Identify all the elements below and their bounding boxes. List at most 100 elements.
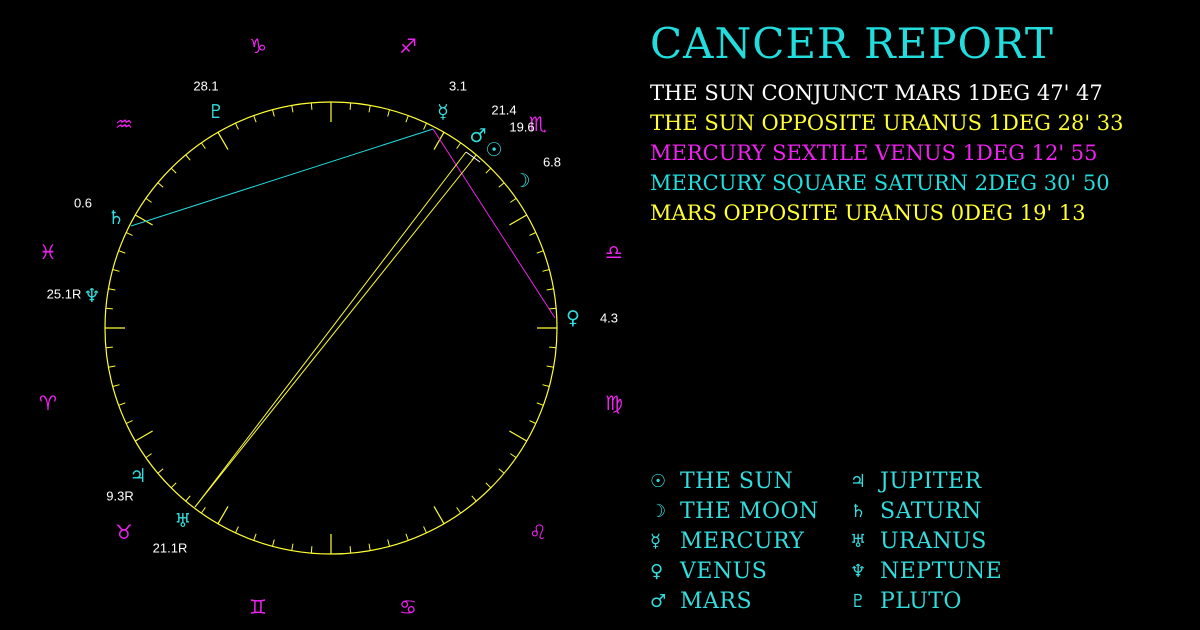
legend-item-mercury: ☿MERCURY bbox=[650, 526, 850, 556]
tick-mark bbox=[291, 543, 294, 551]
aspect-line-mark bbox=[130, 128, 434, 227]
aspect-line-mark bbox=[194, 157, 475, 508]
tick-mark bbox=[349, 546, 352, 554]
legend-label: JUPITER bbox=[880, 468, 982, 494]
pluto-icon: ♇ bbox=[207, 101, 224, 123]
scorpio-sign-icon: ♏ bbox=[529, 112, 547, 136]
tick-mark bbox=[108, 365, 116, 368]
saturn-icon: ♄ bbox=[850, 500, 867, 522]
tick-mark bbox=[170, 167, 177, 174]
moon-degree-label: 6.8 bbox=[543, 155, 561, 170]
libra-sign-icon: ♎ bbox=[605, 240, 623, 264]
tick-mark bbox=[498, 468, 505, 474]
tick-mark bbox=[157, 182, 164, 188]
tick-mark bbox=[125, 420, 133, 424]
mars-degree-label: 21.4 bbox=[491, 103, 516, 118]
tick-mark bbox=[118, 250, 126, 254]
tick-mark bbox=[456, 142, 462, 149]
uranus-icon: ♅ bbox=[850, 530, 867, 552]
saturn-degree-label: 0.6 bbox=[74, 196, 92, 211]
tick-mark bbox=[549, 346, 557, 349]
aspect-line-mark bbox=[432, 128, 556, 319]
tick-mark bbox=[145, 453, 152, 459]
legend-label: THE SUN bbox=[680, 468, 794, 494]
tick-mark bbox=[145, 197, 152, 203]
legend-label: NEPTUNE bbox=[880, 558, 1003, 584]
tick-mark bbox=[433, 131, 445, 150]
legend-label: MARS bbox=[680, 588, 753, 614]
mars-icon: ♂ bbox=[469, 125, 486, 147]
venus-degree-label: 4.3 bbox=[600, 311, 618, 326]
sun-degree-label: 19.6 bbox=[509, 120, 534, 135]
tick-mark bbox=[310, 102, 313, 110]
tick-mark bbox=[112, 384, 120, 387]
aspect-line: THE SUN CONJUNCT MARS 1DEG 47' 47 bbox=[650, 81, 1103, 105]
tick-mark bbox=[185, 495, 191, 502]
planet-legend: ☉THE SUN ☽THE MOON ☿MERCURY ♀VENUS ♂MARS… bbox=[650, 466, 1050, 616]
aspect-line: MARS OPPOSITE URANUS 0DEG 19' 13 bbox=[650, 201, 1086, 225]
report-panel: CANCER REPORT THE SUN CONJUNCT MARS 1DEG… bbox=[650, 20, 1190, 228]
tick-mark bbox=[529, 232, 537, 236]
venus-icon: ♀ bbox=[650, 560, 664, 582]
tick-mark bbox=[235, 122, 239, 130]
tick-mark bbox=[105, 346, 113, 349]
gemini-sign-icon: ♊ bbox=[249, 595, 267, 619]
pluto-icon: ♇ bbox=[850, 590, 867, 612]
tick-mark bbox=[423, 526, 427, 534]
moon-icon: ☽ bbox=[650, 500, 667, 522]
tick-mark bbox=[157, 468, 164, 474]
mercury-icon: ☿ bbox=[437, 101, 449, 123]
neptune-degree-label: 25.1R bbox=[47, 287, 82, 302]
jupiter-degree-label: 9.3R bbox=[106, 489, 133, 504]
moon-icon: ☽ bbox=[513, 170, 530, 192]
tick-mark bbox=[217, 506, 229, 525]
tick-mark bbox=[542, 269, 550, 272]
tick-mark bbox=[509, 214, 528, 226]
tick-mark bbox=[498, 182, 505, 188]
tick-mark bbox=[118, 402, 126, 406]
tick-mark bbox=[536, 250, 544, 254]
tick-mark bbox=[536, 402, 544, 406]
tick-mark bbox=[272, 109, 275, 117]
tick-mark bbox=[471, 495, 477, 502]
legend-label: PLUTO bbox=[880, 588, 962, 614]
neptune-icon: ♆ bbox=[83, 285, 100, 307]
aquarius-sign-icon: ♒ bbox=[115, 112, 133, 136]
mars-icon: ♂ bbox=[650, 590, 667, 612]
tick-mark bbox=[310, 546, 313, 554]
tick-mark bbox=[510, 197, 517, 203]
tick-mark bbox=[108, 288, 116, 291]
natal-chart-wheel: ♑♐♏♎♍♌♋♊♉♈♓♒ ♇28.1☿3.1♂21.4☉19.6☽6.8♄0.6… bbox=[39, 34, 623, 619]
tick-mark bbox=[349, 102, 352, 110]
tick-mark bbox=[170, 482, 177, 489]
tick-mark bbox=[217, 131, 229, 150]
tick-mark bbox=[387, 109, 390, 117]
legend-item-mars: ♂ MARS bbox=[650, 586, 850, 616]
planet-markers: ♇28.1☿3.1♂21.4☉19.6☽6.8♄0.6♆25.1R♀4.3♃9.… bbox=[47, 79, 618, 556]
mercury-degree-label: 3.1 bbox=[449, 79, 467, 94]
tick-mark bbox=[253, 533, 257, 541]
legend-item-moon: ☽THE MOON bbox=[650, 496, 850, 526]
legend-item-pluto: ♇ PLUTO bbox=[850, 586, 1050, 616]
tick-mark bbox=[368, 543, 371, 551]
aspect-lines bbox=[130, 128, 556, 508]
pisces-sign-icon: ♓ bbox=[39, 240, 57, 264]
uranus-degree-label: 21.1R bbox=[153, 541, 188, 556]
tick-mark bbox=[509, 430, 528, 442]
leo-sign-icon: ♌ bbox=[529, 520, 547, 544]
pluto-degree-label: 28.1 bbox=[193, 79, 218, 94]
tick-mark bbox=[529, 420, 537, 424]
legend-label: URANUS bbox=[880, 528, 987, 554]
aspect-line: MERCURY SQUARE SATURN 2DEG 30' 50 bbox=[650, 171, 1110, 195]
tick-mark bbox=[200, 507, 206, 514]
legend-item-sun: ☉THE SUN bbox=[650, 466, 850, 496]
tick-mark bbox=[387, 539, 390, 547]
zodiac-signs: ♑♐♏♎♍♌♋♊♉♈♓♒ bbox=[39, 34, 623, 619]
legend-label: SATURN bbox=[880, 498, 982, 524]
tick-mark bbox=[185, 154, 191, 161]
legend-label: MERCURY bbox=[680, 528, 805, 554]
tick-mark bbox=[485, 482, 492, 489]
neptune-icon: ♆ bbox=[850, 560, 867, 582]
legend-item-uranus: ♅ URANUS bbox=[850, 526, 1050, 556]
tick-mark bbox=[542, 384, 550, 387]
